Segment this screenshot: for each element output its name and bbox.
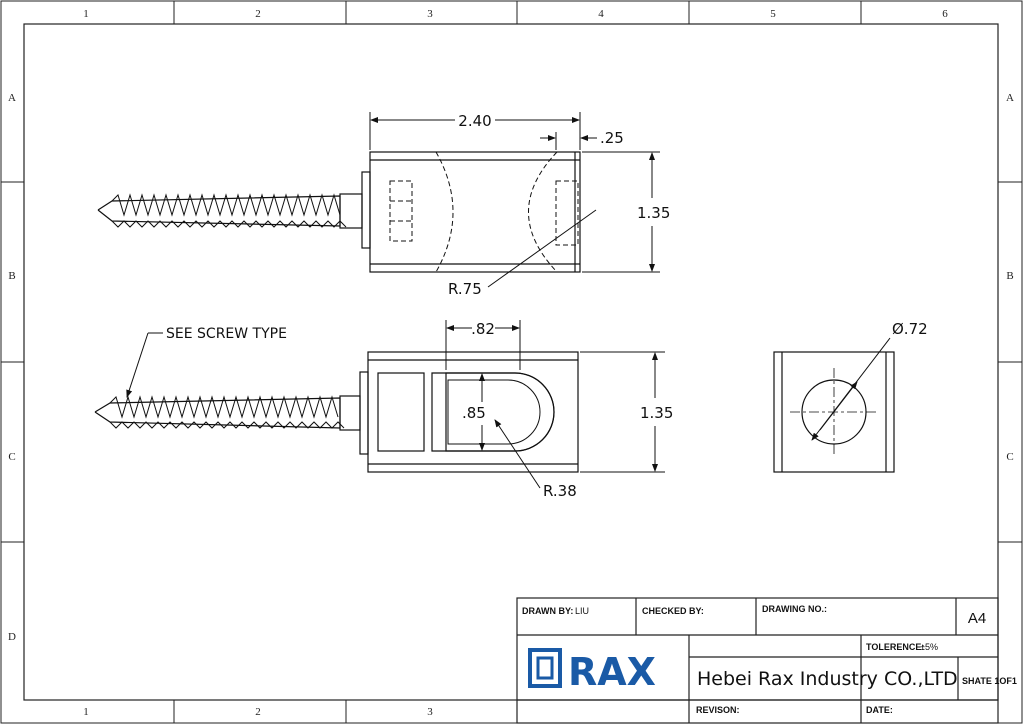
- end-view-body: [773, 351, 895, 473]
- zone-row-a-left: A: [8, 92, 16, 104]
- zone-col-3: 3: [427, 8, 433, 20]
- zone-col-6: 6: [942, 8, 948, 20]
- dim-top-length: 2.40: [458, 112, 491, 130]
- top-view: [97, 151, 581, 273]
- zone-bottom-col-2: 2: [255, 706, 261, 718]
- title-block: [516, 597, 999, 724]
- front-view-screw-thread: [94, 395, 345, 429]
- company-logo: RAX: [528, 648, 656, 694]
- dim-top-offset: .25: [600, 129, 624, 147]
- front-view-body: [367, 351, 579, 473]
- logo-text: RAX: [568, 650, 656, 694]
- zone-col-4: 4: [598, 8, 604, 20]
- dim-top-radius: R.75: [448, 280, 482, 298]
- screw-type-leader: [126, 332, 163, 398]
- top-view-dimensions: [369, 112, 660, 288]
- company-name: Hebei Rax Industry CO.,LTD: [697, 668, 958, 690]
- zone-row-c-left: C: [8, 451, 15, 463]
- zone-col-1: 1: [83, 8, 89, 20]
- drawing-no-label: DRAWING NO.:: [762, 604, 827, 614]
- dim-end-diameter: Ø.72: [892, 320, 928, 338]
- sheet-number: SHATE 1OF1: [962, 676, 1017, 686]
- date-label: DATE:: [866, 705, 893, 715]
- top-view-shank: [339, 193, 363, 229]
- checked-by-label: CHECKED BY:: [642, 606, 704, 616]
- front-view: [94, 351, 579, 473]
- zone-row-c-right: C: [1006, 451, 1013, 463]
- revision-label: REVISON:: [696, 705, 740, 715]
- dim-top-height: 1.35: [637, 204, 670, 222]
- zone-col-2: 2: [255, 8, 261, 20]
- top-view-body: [369, 151, 581, 273]
- zone-bottom-col-3: 3: [427, 706, 433, 718]
- end-view-dimensions: [811, 337, 891, 441]
- front-view-shank: [339, 395, 361, 431]
- zone-row-d-left: D: [8, 631, 16, 643]
- drawn-by-label: DRAWN BY:: [522, 606, 573, 616]
- dim-front-radius: R.38: [543, 482, 577, 500]
- zone-row-b-right: B: [1006, 270, 1013, 282]
- zone-row-b-left: B: [8, 270, 15, 282]
- dim-front-height: 1.35: [640, 404, 673, 422]
- front-view-window: [377, 372, 425, 452]
- zone-col-5: 5: [770, 8, 776, 20]
- sheet-size: A4: [968, 610, 986, 627]
- front-view-slot: [431, 372, 555, 452]
- front-view-dimensions: [445, 320, 665, 489]
- dim-front-slot-height: .85: [462, 404, 486, 422]
- drawn-by-value: LIU: [575, 606, 589, 616]
- dim-front-slot-width: .82: [471, 320, 495, 338]
- zone-bottom-col-1: 1: [83, 706, 89, 718]
- zone-row-a-right: A: [1006, 92, 1014, 104]
- tolerance-label: TOLERENCE:: [866, 642, 924, 652]
- top-view-screw-thread: [97, 193, 347, 228]
- screw-type-note: SEE SCREW TYPE: [166, 326, 287, 342]
- tolerance-value: ±5%: [920, 642, 938, 652]
